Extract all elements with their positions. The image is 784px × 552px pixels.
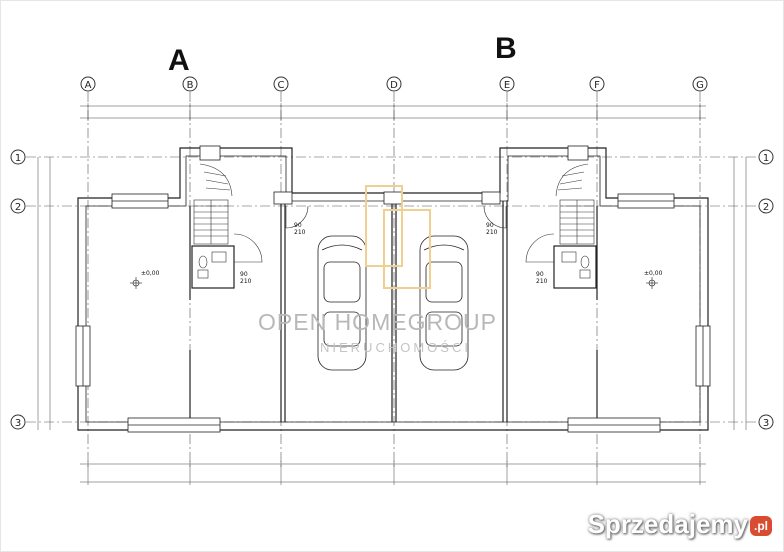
car-right [419,235,469,371]
section-label-a: A [168,44,190,77]
stairs-left [193,163,233,245]
building-walls [77,147,709,431]
axis-bubble-a: A [80,76,96,92]
car-left [317,235,367,371]
door-labels: 90 210 90 210 90 210 90 210 [240,222,548,285]
axis-bubble-e: E [499,76,515,92]
svg-text:210: 210 [240,278,252,285]
svg-text:2: 2 [763,202,769,213]
svg-text:±0,00: ±0,00 [141,270,160,277]
svg-text:210: 210 [294,229,306,236]
stairs-right [555,163,595,245]
toilet-right [561,251,591,279]
column-axes: A B C D E F G [80,76,708,92]
axis-bubble-3-left: 3 [10,414,26,430]
level-marker-left: ±0,00 [130,270,160,289]
axis-bubble-c: C [273,76,289,92]
toilet-left [197,251,227,279]
axis-bubble-3-right: 3 [758,414,774,430]
svg-text:1: 1 [15,153,21,164]
windows [75,145,711,433]
brand-logo[interactable]: Sprzedajemy.pl [588,509,772,540]
doors [233,205,555,263]
axis-bubble-g: G [692,76,708,92]
svg-text:90: 90 [294,222,302,229]
svg-text:C: C [278,80,285,91]
axis-bubble-f: F [589,76,605,92]
axis-bubble-1-right: 1 [758,149,774,165]
watermark-sub: NIERUCHOMOŚCI [320,340,471,355]
svg-text:G: G [696,80,704,91]
section-label-b: B [495,32,517,65]
svg-text:±0,00: ±0,00 [644,270,663,277]
brand-name: Sprzedajemy [587,509,748,539]
svg-text:90: 90 [536,271,544,278]
svg-text:A: A [85,80,92,91]
axis-bubble-2-left: 2 [10,198,26,214]
axis-bubble-2-right: 2 [758,198,774,214]
level-marker-right: ±0,00 [644,270,663,289]
svg-text:B: B [187,80,194,91]
axis-bubble-d: D [386,76,402,92]
svg-text:1: 1 [763,153,769,164]
svg-text:F: F [594,80,600,91]
svg-text:2: 2 [15,202,21,213]
watermark-company: OPEN HOMEGROUP [258,309,497,335]
svg-text:90: 90 [240,271,248,278]
brand-badge: .pl [750,516,772,537]
row-axes: 1 2 3 1 2 3 [10,149,774,430]
dimension-lines-top [37,103,747,485]
svg-text:3: 3 [15,418,21,429]
svg-text:210: 210 [486,229,498,236]
axis-bubble-b: B [182,76,198,92]
axis-bubble-1-left: 1 [10,149,26,165]
svg-text:90: 90 [486,222,494,229]
svg-text:D: D [390,80,398,91]
svg-text:E: E [504,80,510,91]
watermark-logo [365,185,431,289]
svg-text:210: 210 [536,278,548,285]
svg-text:3: 3 [763,418,769,429]
